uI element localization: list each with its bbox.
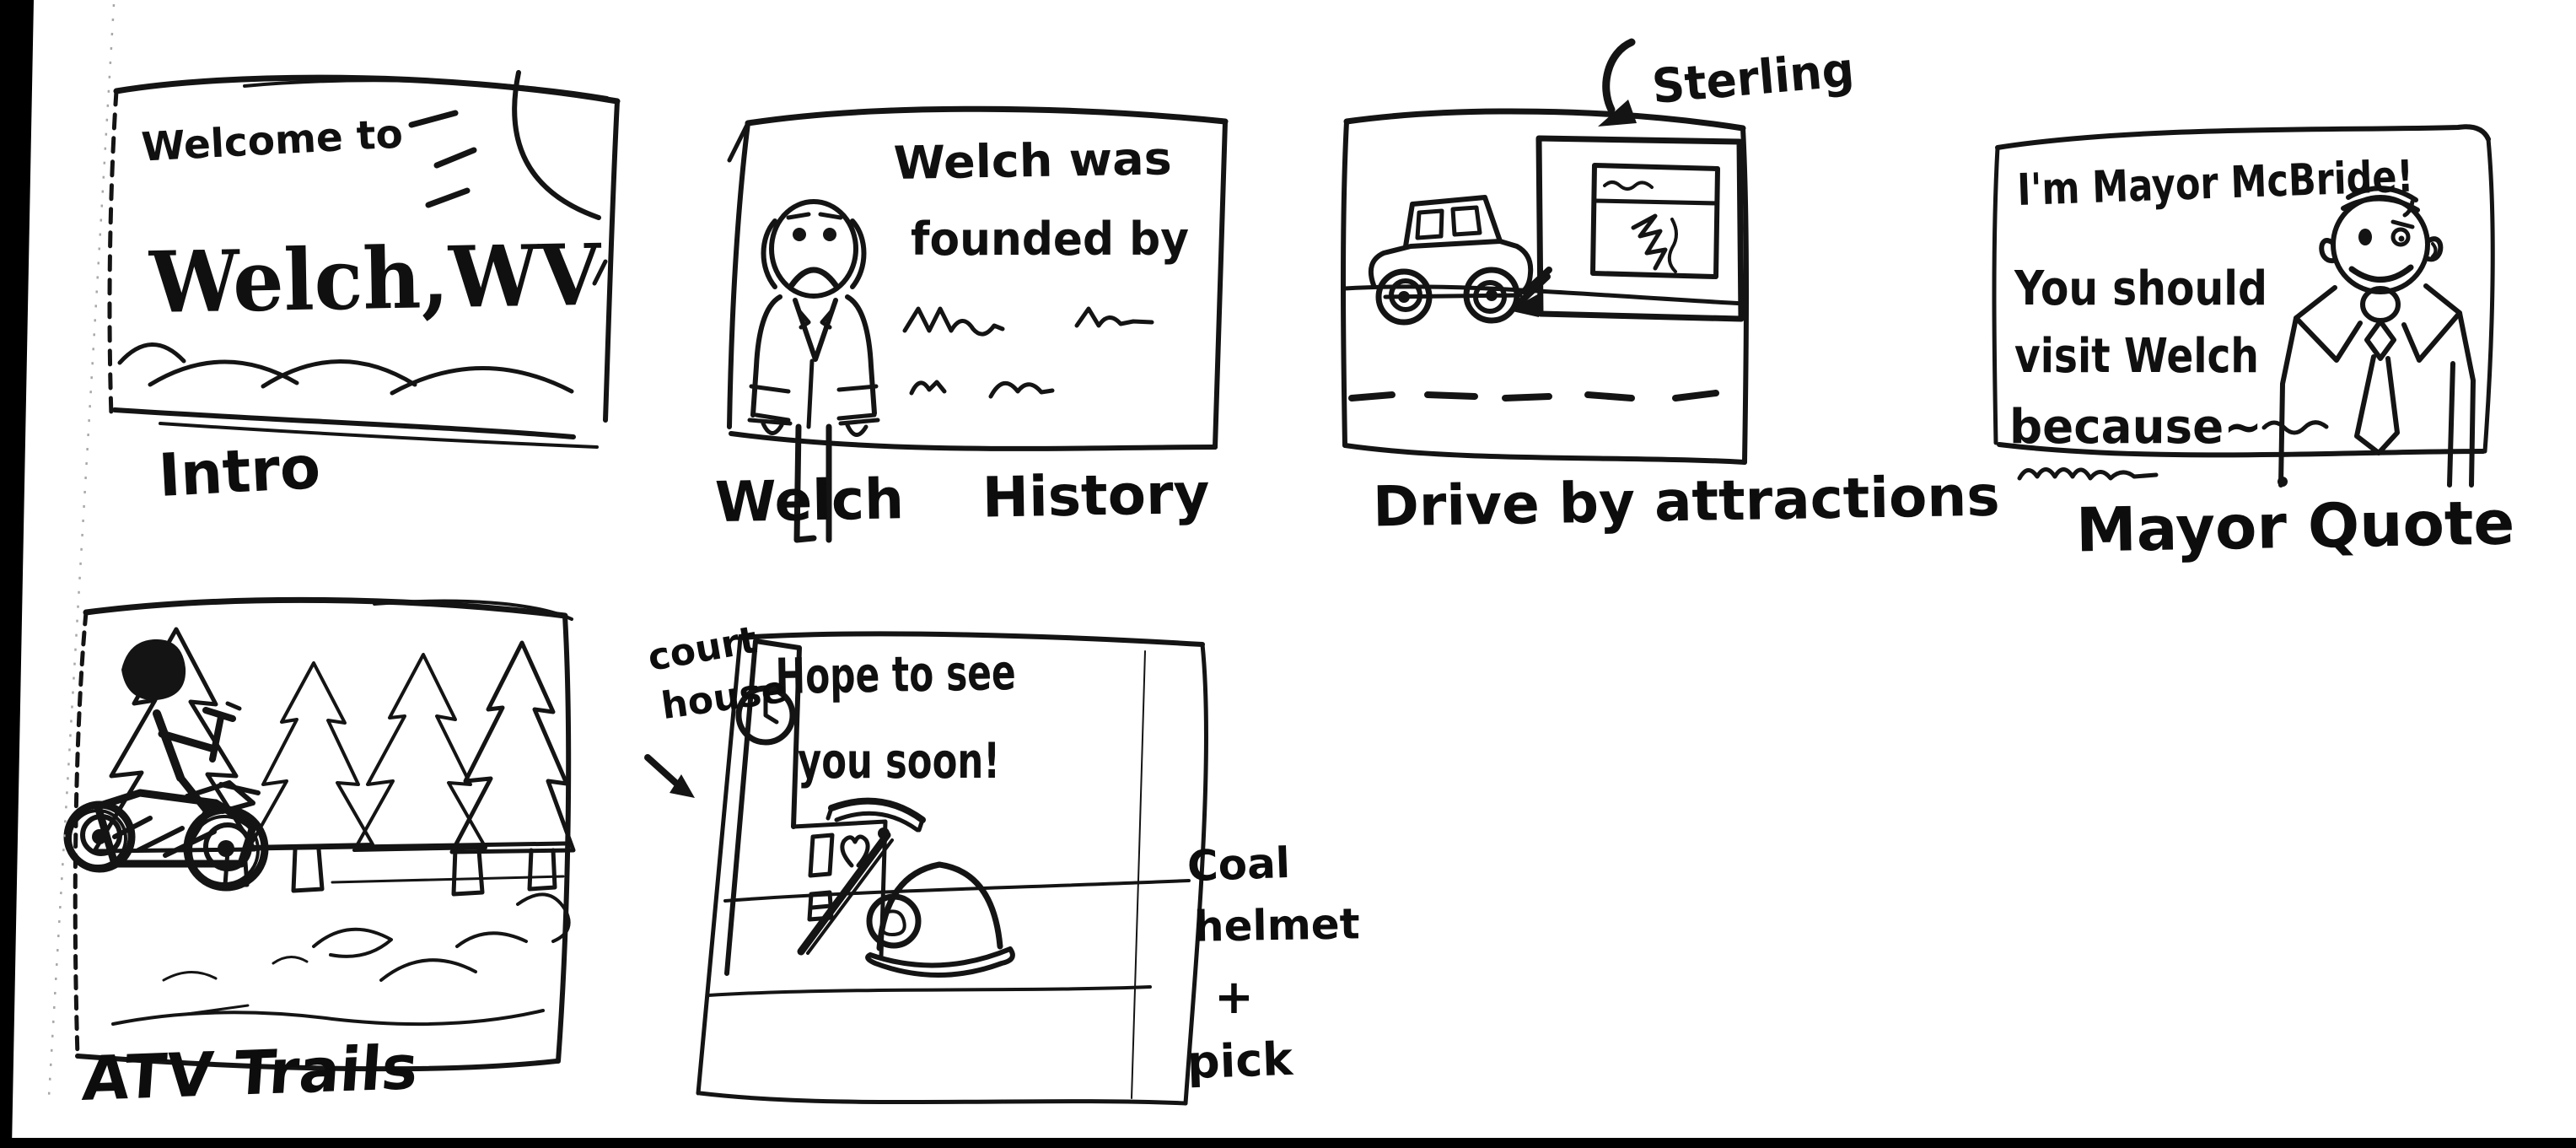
clock-tower bbox=[724, 639, 802, 976]
panel-mayor-quote-sketch: I'm Mayor McBride! You should visit Welc… bbox=[1992, 124, 2495, 488]
coal-helmet-and-pick-sketch bbox=[797, 797, 1015, 978]
mayor-speech-line3: visit Welch bbox=[2014, 329, 2259, 384]
founder-frown bbox=[788, 267, 839, 288]
billboard-arrow-icon bbox=[1508, 267, 1552, 317]
history-text-line1: Welch was bbox=[893, 132, 1172, 190]
mayor-tie-knot bbox=[2364, 319, 2396, 361]
panel-drive-by-sketch bbox=[1341, 108, 1749, 465]
hope-text-line1: Hope to see bbox=[775, 644, 1016, 705]
courthouse-sketch bbox=[707, 639, 1191, 997]
founder-right-eye bbox=[823, 228, 836, 241]
pickaxe-handle bbox=[797, 831, 891, 956]
helmet-brim bbox=[865, 946, 1015, 978]
stray-tick-mark bbox=[592, 259, 608, 286]
sun-icon bbox=[408, 70, 601, 220]
hope-text-line2: you soon! bbox=[798, 732, 1000, 790]
panel-mayor-quote-border bbox=[1992, 124, 2495, 458]
road-dashed-centerline bbox=[1348, 390, 1719, 402]
mayor-speech-line4: because~ bbox=[2009, 400, 2262, 455]
clock-hands bbox=[763, 695, 779, 725]
atv-fender bbox=[185, 780, 261, 814]
mayor-tie bbox=[2354, 354, 2400, 455]
sterling-arrow-icon bbox=[1598, 38, 1637, 127]
mayor-ears bbox=[2319, 236, 2444, 263]
courthouse-arrow-icon bbox=[644, 754, 695, 798]
panel-welch-history-border bbox=[727, 105, 1229, 451]
scribble-placeholder-text bbox=[902, 306, 1154, 399]
rider-helmet bbox=[121, 639, 186, 701]
clock-face bbox=[735, 685, 796, 746]
mayor-smile bbox=[2348, 264, 2414, 283]
panel-intro-sketch: Welcome to Welch,WV bbox=[107, 70, 621, 449]
car-rear-wheel bbox=[1463, 267, 1520, 324]
mayor-left-eye bbox=[2358, 229, 2372, 245]
mayor-right-eye bbox=[2390, 227, 2411, 247]
helmet-dome bbox=[876, 861, 1003, 951]
coal-annotation-line3: + bbox=[1214, 970, 1254, 1025]
heart-window bbox=[840, 834, 870, 868]
panel-welch-history-sketch: Welch was founded by bbox=[727, 105, 1229, 543]
ground-line-lower bbox=[707, 985, 1152, 997]
hills-sketch bbox=[117, 342, 574, 396]
paper-crease-line bbox=[1131, 650, 1146, 1099]
rider-torso bbox=[153, 709, 185, 782]
small-window bbox=[807, 890, 834, 922]
handlebar bbox=[202, 707, 236, 763]
car-front-wheel bbox=[1375, 268, 1433, 326]
atv-rider-sketch bbox=[63, 639, 269, 892]
history-text-line2: founded by bbox=[911, 213, 1189, 266]
panel-hope-sketch: Hope to see you soon! bbox=[696, 631, 1208, 1106]
pickaxe-blade bbox=[828, 797, 926, 823]
welcome-sign-line2: Welch,WV bbox=[148, 225, 602, 332]
speech-scribble-line bbox=[2017, 420, 2329, 487]
atv-front-wheel bbox=[63, 800, 136, 873]
founder-legs bbox=[793, 423, 832, 543]
panel-atv-sketch bbox=[63, 596, 576, 1072]
mayor-figure-sketch bbox=[2278, 186, 2476, 488]
panel-intro-border bbox=[107, 74, 621, 449]
sterling-annotation-sketch: Sterling bbox=[1598, 38, 1856, 127]
founder-figure-sketch bbox=[747, 199, 880, 543]
mayor-speech-line2: You should bbox=[2014, 261, 2267, 316]
scanner-bottom-bar bbox=[0, 1138, 2576, 1148]
car-sketch bbox=[1369, 195, 1534, 326]
ground-line-upper bbox=[723, 879, 1191, 903]
trail-ground-sketch bbox=[111, 892, 571, 1027]
atv-rear-wheel bbox=[183, 806, 269, 892]
window bbox=[808, 833, 835, 878]
rider-arm bbox=[158, 730, 218, 753]
scanner-left-bar bbox=[0, 0, 34, 1148]
founder-left-eye bbox=[793, 228, 806, 241]
panel-hope-border bbox=[696, 631, 1208, 1106]
panel-drive-by-border bbox=[1341, 108, 1749, 465]
tree-trunks bbox=[223, 846, 557, 897]
billboard-sketch bbox=[1508, 135, 1745, 322]
helmet-lamp bbox=[866, 893, 922, 949]
paper-edge-dotted-line bbox=[47, 3, 116, 1097]
